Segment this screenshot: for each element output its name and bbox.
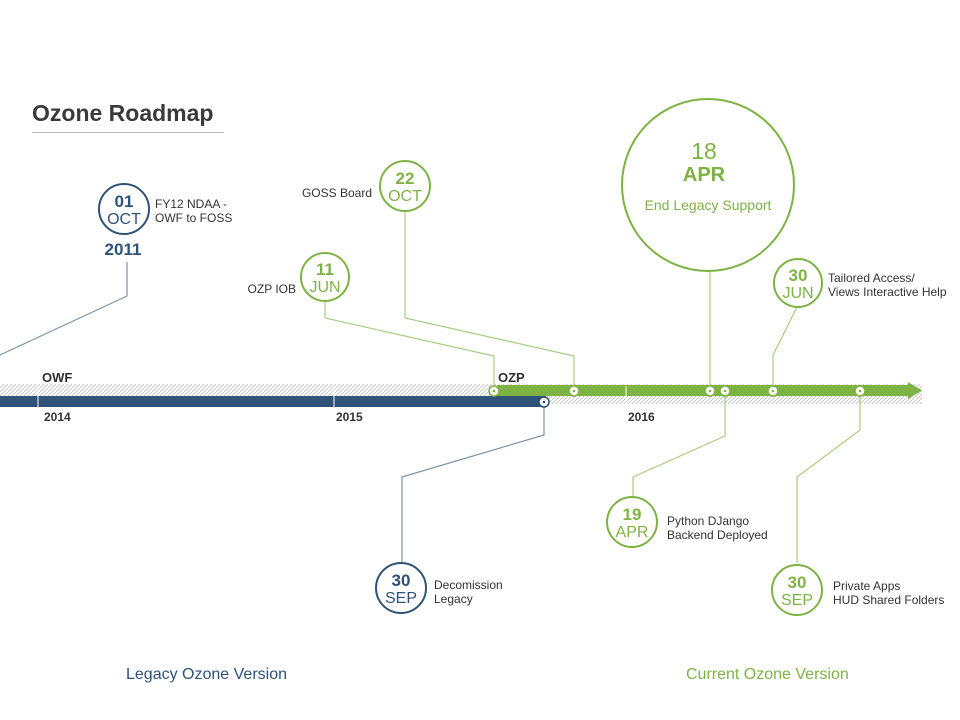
current-bar-arrowhead	[908, 382, 922, 399]
timeline-dot-center	[708, 389, 712, 393]
milestone-text: Python DJango	[667, 514, 749, 528]
current-bar	[497, 385, 910, 396]
page-title: Ozone Roadmap	[32, 100, 214, 126]
timeline-dot-center	[572, 389, 576, 393]
milestone-circle	[375, 562, 427, 614]
legacy-version-caption: Legacy Ozone Version	[126, 666, 287, 683]
milestone-circle	[379, 160, 431, 212]
milestone-day: 01	[115, 192, 134, 211]
milestone-day: 30	[788, 573, 807, 592]
connector-decommission	[401, 404, 545, 564]
year-label-2014: 2014	[44, 410, 71, 424]
milestone-day: 30	[392, 571, 411, 590]
timeline-dot-center	[492, 389, 496, 393]
milestone-text: End Legacy Support	[645, 197, 772, 213]
milestone-month: SEP	[781, 592, 813, 609]
connector-tailored	[772, 304, 799, 390]
milestone-text: OWF to FOSS	[155, 211, 232, 225]
milestone-day: 22	[396, 169, 415, 188]
milestone-month: JUN	[309, 279, 340, 296]
milestone-circle	[300, 252, 350, 302]
milestone-month: JUN	[782, 285, 813, 302]
milestone-text: Legacy	[434, 592, 473, 606]
timeline-dot-center	[542, 400, 546, 404]
milestone-circle	[606, 496, 658, 548]
milestone-text: Tailored Access/	[828, 271, 915, 285]
milestone-year: 2011	[105, 240, 142, 259]
milestone-text: Decomission	[434, 578, 503, 592]
timeline-dot-center	[771, 389, 775, 393]
milestone-circle	[771, 564, 823, 616]
milestone-day: 18	[691, 138, 717, 164]
year-label-2016: 2016	[628, 410, 655, 424]
timeline: OWF OZP 2014 2015 2016	[0, 370, 922, 424]
milestone-text: FY12 NDAA -	[155, 197, 227, 211]
segment-label-ozp: OZP	[498, 370, 525, 385]
milestone-text: Private Apps	[833, 579, 900, 593]
milestone-month: OCT	[388, 188, 422, 205]
connector-fy12	[0, 262, 128, 356]
connector-goss	[404, 211, 575, 390]
connector-ozp-iob	[324, 300, 495, 390]
segment-label-owf: OWF	[42, 370, 72, 385]
milestone-month: APR	[616, 524, 649, 541]
connector-python	[632, 392, 726, 497]
milestone-text: Backend Deployed	[667, 528, 768, 542]
year-label-2015: 2015	[336, 410, 363, 424]
legacy-bar	[0, 396, 546, 407]
milestone-day: 19	[623, 505, 642, 524]
milestone-circle	[621, 98, 795, 272]
milestone-day: 11	[316, 260, 334, 279]
timeline-dot-center	[858, 389, 862, 393]
current-version-caption: Current Ozone Version	[686, 666, 849, 683]
milestone-month: OCT	[107, 211, 141, 228]
milestone-circle	[98, 183, 150, 235]
milestone-text: Views Interactive Help	[828, 285, 947, 299]
milestone-text: GOSS Board	[302, 186, 372, 200]
milestone-month: SEP	[385, 590, 417, 607]
connector-private-apps	[796, 392, 861, 563]
title-underline	[32, 132, 224, 133]
timeline-dot-center	[723, 389, 727, 393]
milestone-text: HUD Shared Folders	[833, 593, 944, 607]
milestone-text: OZP IOB	[248, 282, 296, 296]
milestone-month: APR	[683, 164, 726, 186]
milestone-day: 30	[789, 266, 808, 285]
milestone-circle	[773, 258, 823, 308]
connector-lines	[0, 211, 866, 564]
